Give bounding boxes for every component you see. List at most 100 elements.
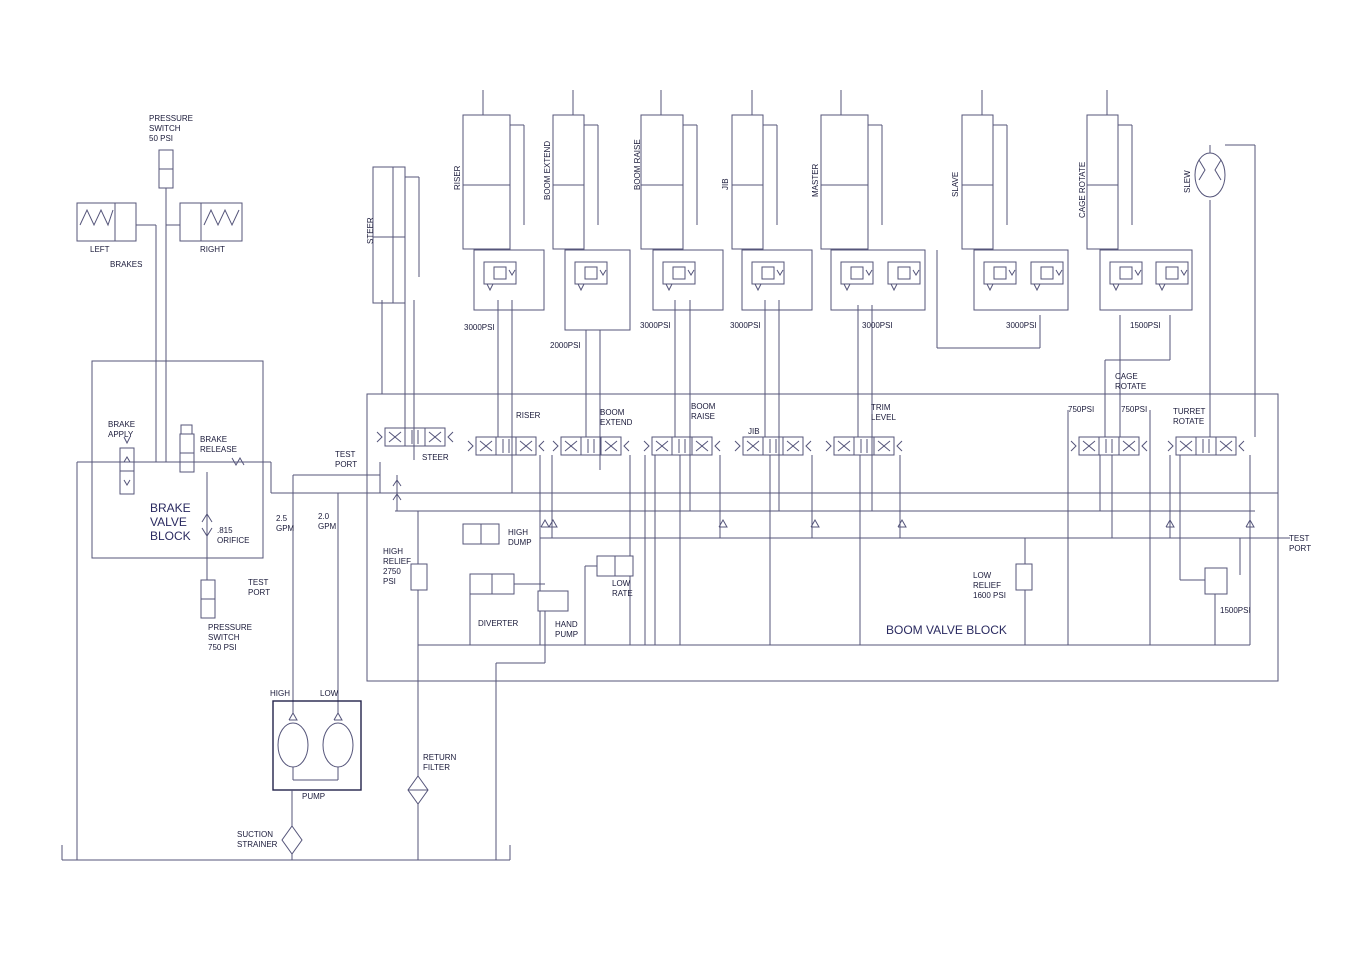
brake-valve-block-outline (91, 360, 264, 559)
boom-extend-valve-label-line-2: EXTEND (600, 418, 633, 427)
trim-level-valve-label-line-2: LEVEL (871, 413, 896, 422)
cylinder-label-9: SLEW (1183, 170, 1192, 193)
pump-high-label: HIGH (270, 689, 290, 698)
diverter-label: DIVERTER (478, 619, 519, 628)
high-relief-label-line-4: PSI (383, 577, 396, 586)
boom-extend-cylinder (552, 90, 599, 250)
riser-counterbalance (473, 249, 545, 311)
slave-cylinder (961, 90, 1008, 250)
relief-pressure-label-7: 1500PSI (1130, 321, 1161, 330)
suction-strainer (281, 825, 303, 855)
suction-strainer-label-line-1: SUCTION (237, 830, 273, 839)
pump-assembly (61, 700, 511, 861)
relief-pressure-label-3: 3000PSI (640, 321, 671, 330)
jib-counterbalance (741, 249, 813, 311)
directional-valves (376, 427, 1245, 456)
pressure-lines (367, 492, 1290, 860)
relief-pressure-label-4: 3000PSI (730, 321, 761, 330)
riser-valve-label: RISER (516, 411, 541, 420)
trim-level-valve-label-line-1: TRIM (871, 403, 891, 412)
check-arrow-4 (810, 518, 820, 528)
flow-high-label-line-2: GPM (276, 524, 295, 533)
check-arrow-1 (540, 518, 550, 528)
turret-rotate-valve-label-line-2: ROTATE (1173, 417, 1204, 426)
boom-raise-valve-label-line-2: RAISE (691, 412, 715, 421)
schematic-labels: STEER RISER BOOM EXTEND BOOM RAISE JIB MASTER… (90, 114, 1311, 849)
check-arrow-2 (548, 518, 558, 528)
cylinder-label-7: SLAVE (951, 172, 960, 197)
cage-rotate-cylinder (1086, 90, 1133, 250)
counterbalance-valves (473, 249, 1193, 331)
supply-section (232, 461, 1228, 860)
low-rate-label-line-1: LOW (612, 579, 631, 588)
brakes-label: BRAKES (110, 260, 142, 269)
brake-test-port-label-line-2: PORT (248, 588, 270, 597)
brake-release-label-line-1: BRAKE (200, 435, 227, 444)
pressure-switch-750psi-label-line-2: SWITCH (208, 633, 240, 642)
cylinder-label-4: BOOM RAISE (633, 139, 642, 190)
check-arrow-7 (1245, 518, 1255, 528)
cylinder-label-3: BOOM EXTEND (543, 141, 552, 200)
brake-apply-label-line-1: BRAKE (108, 420, 135, 429)
cylinder-label-5: JIB (721, 178, 730, 190)
steer-cylinder (372, 166, 420, 304)
test-port-right-label-line-1: TEST (1289, 534, 1310, 543)
steer-valve-label: STEER (422, 453, 449, 462)
steer-directional-valve (376, 427, 454, 447)
cylinder-label-2: RISER (453, 165, 462, 190)
pressure-switch-50psi-label-line-3: 50 PSI (149, 134, 173, 143)
master-counterbalance (830, 249, 926, 311)
brake-valve-block-label-line-1: BRAKE (150, 501, 191, 515)
check-arrow-3 (718, 518, 728, 528)
check-arrow-6 (1165, 518, 1175, 528)
flow-low-label-line-1: 2.0 (318, 512, 330, 521)
turret-rotate-directional-valve (1167, 436, 1245, 456)
flow-low-label-line-2: GPM (318, 522, 337, 531)
relief-pressure-label-6: 3000PSI (1006, 321, 1037, 330)
pressure-switch-750psi-label-line-3: 750 PSI (208, 643, 236, 652)
test-port-right-label-line-2: PORT (1289, 544, 1311, 553)
relief-pressure-label-5: 3000PSI (862, 321, 893, 330)
high-dump-label-line-1: HIGH (508, 528, 528, 537)
orifice-label-line-1: .815 (217, 526, 233, 535)
jib-directional-valve (734, 436, 812, 456)
brake-release-label-line-2: RELEASE (200, 445, 237, 454)
test-port-top-label-line-1: TEST (335, 450, 356, 459)
high-dump-label-line-2: DUMP (508, 538, 532, 547)
pump-low-label: LOW (320, 689, 339, 698)
boom-raise-counterbalance (652, 249, 724, 311)
tank-lines (539, 410, 1251, 645)
slave-counterbalance (973, 249, 1069, 311)
hand-pump-label-line-1: HAND (555, 620, 578, 629)
work-lines (381, 144, 1256, 511)
actuator-cylinders (372, 90, 1226, 304)
right-brake-label: RIGHT (200, 245, 225, 254)
cylinder-label-8: CAGE ROTATE (1078, 162, 1087, 218)
cage-rotate-directional-valve (1070, 436, 1148, 456)
return-filter-label-line-2: FILTER (423, 763, 450, 772)
cage-750psi-right-label: 750PSI (1121, 405, 1147, 414)
high-relief-label-line-1: HIGH (383, 547, 403, 556)
cage-rotate-valve-label-line-2: ROTATE (1115, 382, 1146, 391)
boom-extend-counterbalance (564, 249, 631, 331)
orifice-label-line-2: ORIFICE (217, 536, 249, 545)
pressure-switch-50psi-label-line-1: PRESSURE (149, 114, 193, 123)
cylinder-label-6: MASTER (811, 163, 820, 197)
check-arrows (540, 518, 1255, 528)
return-filter-label-line-1: RETURN (423, 753, 457, 762)
high-relief-label-line-2: RELIEF (383, 557, 411, 566)
master-cylinder (820, 90, 883, 250)
low-relief-label-line-3: 1600 PSI (973, 591, 1006, 600)
brake-valve-block-label-line-2: VALVE (150, 515, 187, 529)
riser-cylinder (462, 90, 525, 250)
slew-motor (1194, 145, 1226, 198)
jib-valve-label: JIB (748, 427, 760, 436)
cylinder-label-1: STEER (366, 217, 375, 244)
pressure-switch-750psi-label-line-1: PRESSURE (208, 623, 252, 632)
turret-rotate-valve-label-line-1: TURRET (1173, 407, 1206, 416)
boom-valve-block-label: BOOM VALVE BLOCK (886, 623, 1007, 637)
relief-pressure-label-1: 3000PSI (464, 323, 495, 332)
high-relief-label-line-3: 2750 (383, 567, 401, 576)
turret-relief-label: 1500PSI (1220, 606, 1251, 615)
